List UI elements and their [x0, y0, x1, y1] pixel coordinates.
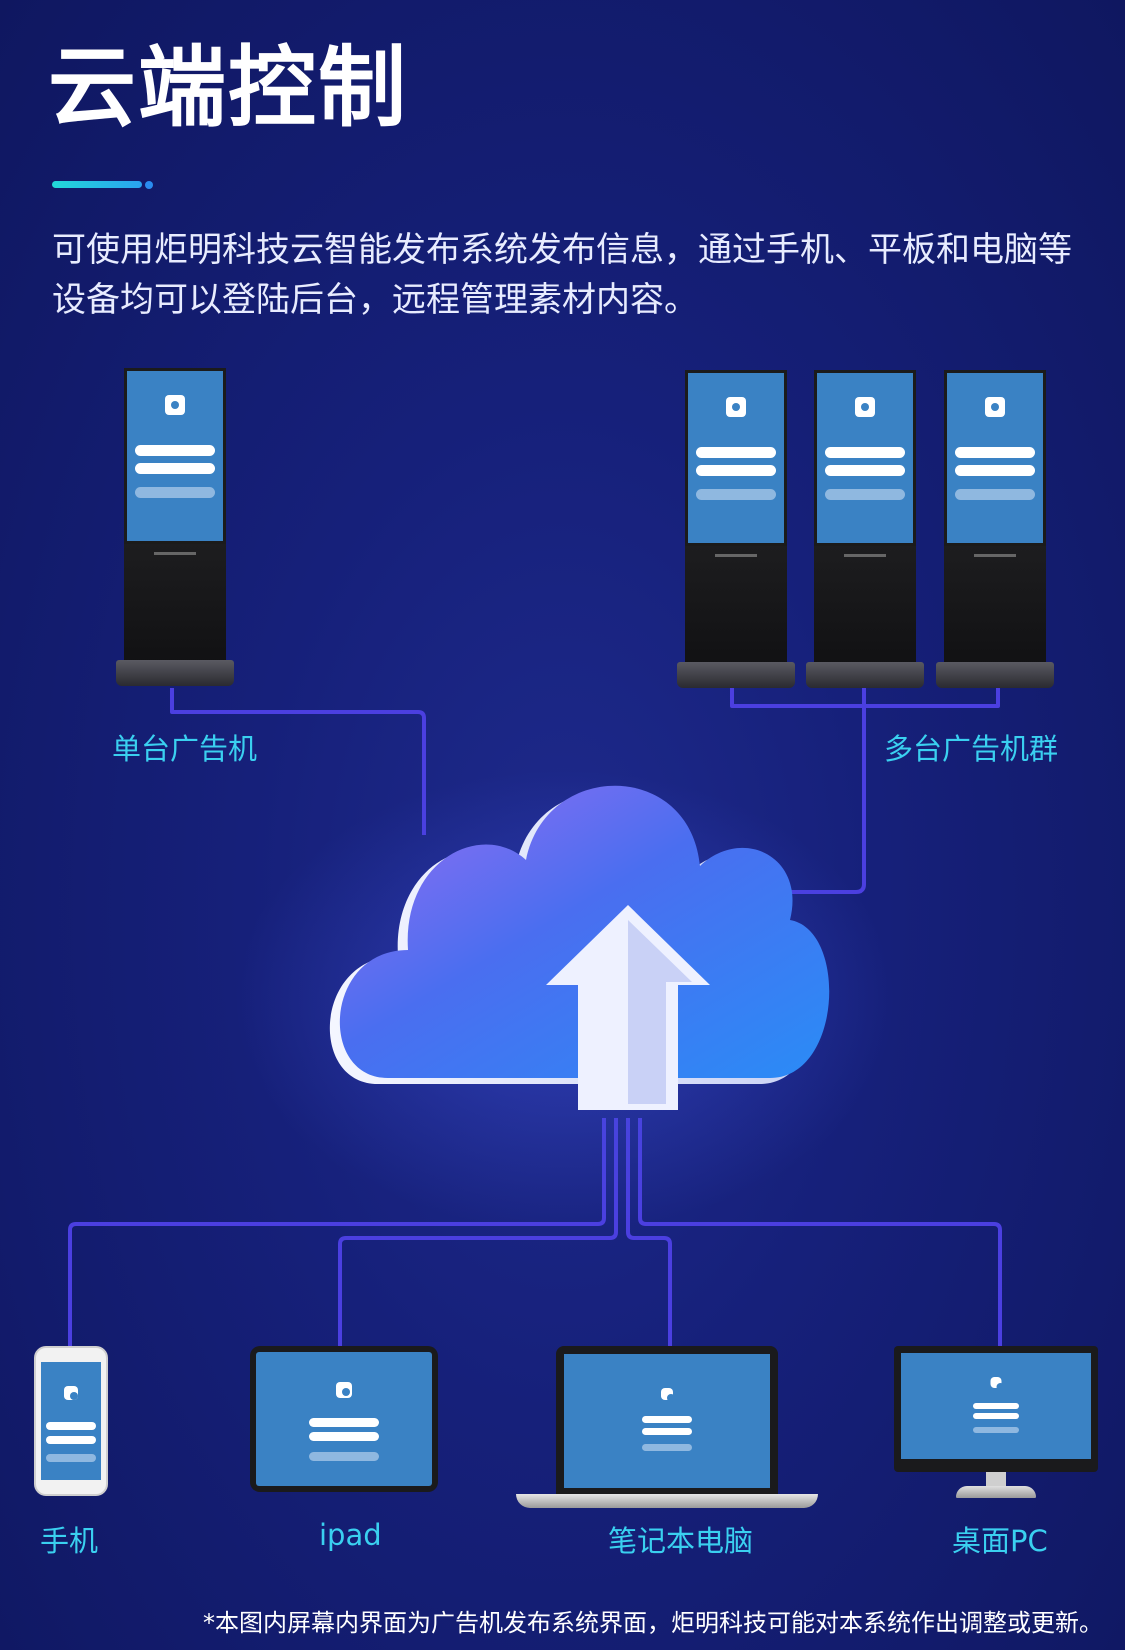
ui-password-field: [695, 465, 777, 476]
ui-username-field: [954, 447, 1036, 458]
device-screen: [901, 1353, 1091, 1459]
app-logo-icon: [855, 397, 875, 417]
device-laptop: [516, 1346, 818, 1508]
ui-signin-button: [824, 489, 906, 500]
ui-username-field: [695, 447, 777, 458]
ui-username-field: [824, 447, 906, 458]
ui-signin-button: [954, 489, 1036, 500]
app-logo-icon: [64, 1386, 78, 1400]
label-desktop: 桌面PC: [952, 1524, 1048, 1558]
kiosk-group-2: [806, 370, 924, 690]
app-logo-icon: [985, 397, 1005, 417]
device-phone: [34, 1346, 108, 1496]
ui-password-field: [824, 465, 906, 476]
kiosk-screen: [685, 370, 787, 546]
app-logo-icon: [990, 1377, 1005, 1391]
footnote: *本图内屏幕内界面为广告机发布系统界面，炬明科技可能对本系统作出调整或更新。: [203, 1609, 1103, 1637]
app-logo-icon: [165, 395, 185, 415]
device-desktop: [894, 1346, 1098, 1498]
ui-password-field: [954, 465, 1036, 476]
label-laptop: 笔记本电脑: [608, 1524, 754, 1558]
kiosk-group-3: [936, 370, 1054, 690]
device-ipad: [250, 1346, 438, 1492]
kiosk-body: [124, 544, 226, 664]
kiosk-screen: [124, 368, 226, 544]
ui-username-field: [134, 445, 216, 456]
label-kiosk-group: 多台广告机群: [884, 732, 1059, 766]
title-underline-dot: [145, 181, 153, 189]
app-logo-icon: [726, 397, 746, 417]
title-underline: [52, 181, 142, 188]
ui-password-field: [134, 463, 216, 474]
kiosk-screen: [944, 370, 1046, 546]
wire-single-kiosk: [170, 688, 426, 835]
label-ipad: ipad: [319, 1518, 382, 1552]
app-logo-icon: [661, 1388, 675, 1402]
wire-ipad: [338, 1118, 618, 1346]
kiosk-single: [116, 368, 234, 688]
kiosk-screen: [814, 370, 916, 546]
device-screen: [564, 1354, 770, 1488]
kiosk-group-1: [677, 370, 795, 690]
label-phone: 手机: [40, 1524, 99, 1558]
label-single-kiosk: 单台广告机: [112, 732, 258, 766]
ui-signin-button: [134, 487, 216, 498]
device-screen: [41, 1362, 101, 1480]
page-title: 云端控制: [48, 36, 409, 139]
ui-signin-button: [695, 489, 777, 500]
cloud-upload-icon: [329, 785, 830, 1110]
kiosk-base: [116, 660, 234, 686]
wire-laptop: [626, 1118, 672, 1346]
page-description: 可使用炬明科技云智能发布系统发布信息，通过手机、平板和电脑等设备均可以登陆后台，…: [52, 230, 1072, 320]
app-logo-icon: [336, 1382, 352, 1398]
device-screen: [256, 1352, 432, 1486]
